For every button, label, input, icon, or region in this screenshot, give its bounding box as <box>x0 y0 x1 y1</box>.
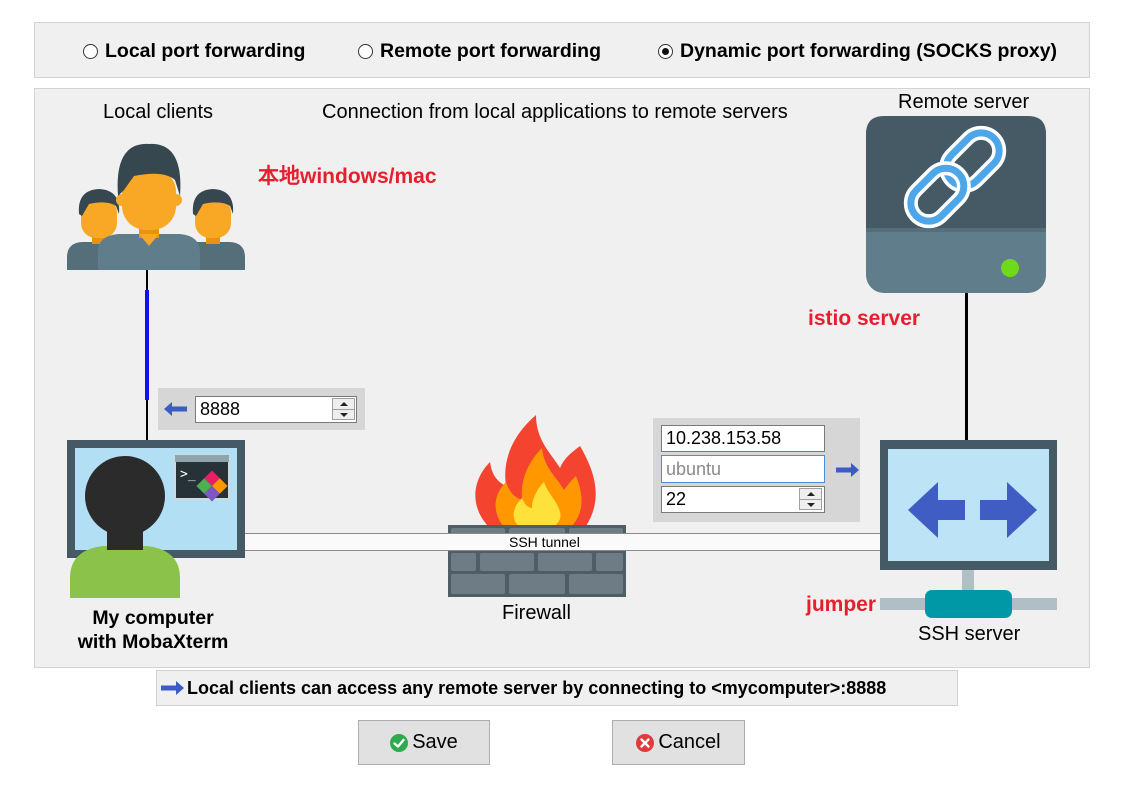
my-computer-label: My computer with MobaXterm <box>53 606 253 654</box>
chain-link-icon <box>903 125 1007 229</box>
local-connection-highlight <box>145 290 149 400</box>
local-clients-label: Local clients <box>103 101 214 123</box>
firewall-icon <box>448 415 626 597</box>
annotation-local-machine: 本地windows/mac <box>258 165 437 188</box>
arrow-right-icon <box>980 482 1037 538</box>
radio-button-icon[interactable] <box>358 43 373 59</box>
user-silhouette <box>70 456 180 598</box>
terminal-prompt: >_ <box>180 467 196 482</box>
radio-label: Remote port forwarding <box>380 40 602 62</box>
arrow-right-icon <box>836 463 859 477</box>
radio-label: Dynamic port forwarding (SOCKS proxy) <box>680 40 1058 62</box>
cancel-button[interactable]: Cancel <box>612 720 745 765</box>
annotation-remote-server: istio server <box>808 307 921 330</box>
stepper-down-icon[interactable] <box>332 408 355 420</box>
info-bar: Local clients can access any remote serv… <box>156 670 958 706</box>
ssh-server-monitor-icon <box>880 440 1057 618</box>
arrow-left-icon <box>164 402 187 416</box>
diagram-description: Connection from local applications to re… <box>322 101 788 123</box>
server-link-icon <box>866 116 1046 293</box>
local-port-stepper[interactable] <box>332 398 355 420</box>
ssh-tunnel <box>245 533 880 551</box>
stepper-up-icon[interactable] <box>799 488 822 499</box>
terminal-icon: >_ <box>174 454 230 502</box>
ssh-server-host-input[interactable] <box>661 425 825 452</box>
network-connector-icon <box>925 590 1012 618</box>
ssh-username-input[interactable] <box>661 455 825 483</box>
radio-remote-port-forwarding[interactable]: Remote port forwarding <box>358 39 601 63</box>
close-circle-icon <box>636 733 655 752</box>
my-computer-label-line1: My computer <box>92 607 214 629</box>
save-button[interactable]: Save <box>358 720 490 765</box>
annotation-jumper: jumper <box>806 593 877 616</box>
ssh-port-input[interactable] <box>661 486 825 513</box>
radio-dynamic-port-forwarding[interactable]: Dynamic port forwarding (SOCKS proxy) <box>658 39 1057 63</box>
ssh-tunnel-label: SSH tunnel <box>509 534 580 550</box>
stepper-down-icon[interactable] <box>799 498 822 510</box>
check-circle-icon <box>390 733 409 752</box>
cancel-button-label: Cancel <box>658 731 721 753</box>
firewall-label: Firewall <box>502 602 571 624</box>
users-group-icon <box>67 143 245 270</box>
save-button-label: Save <box>412 731 458 753</box>
radio-button-icon[interactable] <box>83 43 98 59</box>
status-led-icon <box>1001 259 1019 277</box>
stepper-up-icon[interactable] <box>332 398 355 409</box>
my-computer-label-line2: with MobaXterm <box>77 631 229 653</box>
local-port-input[interactable] <box>195 396 357 423</box>
computer-user-icon: >_ <box>67 440 245 598</box>
ssh-server-label: SSH server <box>918 623 1021 645</box>
forwarding-mode-selector: Local port forwarding Remote port forwar… <box>34 22 1090 78</box>
ssh-port-stepper[interactable] <box>799 488 822 510</box>
remote-server-label: Remote server <box>898 91 1030 113</box>
arrow-right-icon <box>161 681 184 695</box>
info-text: Local clients can access any remote serv… <box>187 678 887 698</box>
radio-label: Local port forwarding <box>105 40 306 62</box>
radio-button-icon[interactable] <box>658 43 673 59</box>
arrow-left-icon <box>908 482 965 538</box>
client-center-figure <box>98 143 200 270</box>
radio-local-port-forwarding[interactable]: Local port forwarding <box>83 39 305 63</box>
remote-connection-line <box>965 290 968 440</box>
